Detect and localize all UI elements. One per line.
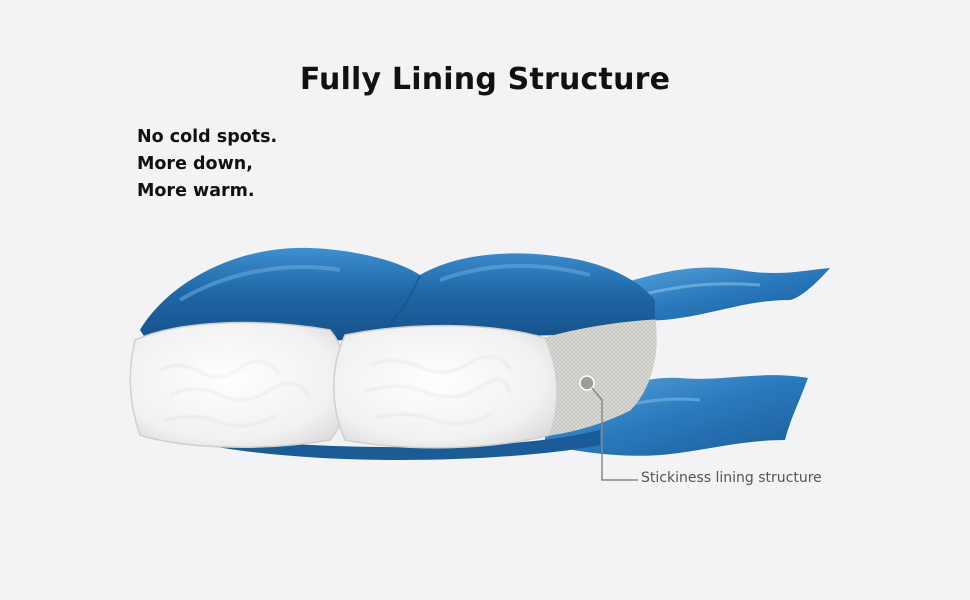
upper-shell-flap: [600, 267, 830, 321]
callout-label: Stickiness lining structure: [641, 470, 822, 486]
down-chamber-right: [333, 324, 558, 449]
tagline-line-1: No cold spots.: [137, 127, 278, 147]
page-title: Fully Lining Structure: [299, 62, 671, 97]
down-chamber-left: [129, 321, 350, 448]
callout-marker: [579, 375, 595, 391]
tagline-line-2: More down,: [137, 154, 253, 174]
tagline-line-3: More warm.: [137, 181, 255, 201]
callout-leader-line: [591, 387, 638, 481]
outer-shell: [140, 247, 655, 345]
tagline: No cold spots. More down, More warm.: [137, 124, 277, 205]
